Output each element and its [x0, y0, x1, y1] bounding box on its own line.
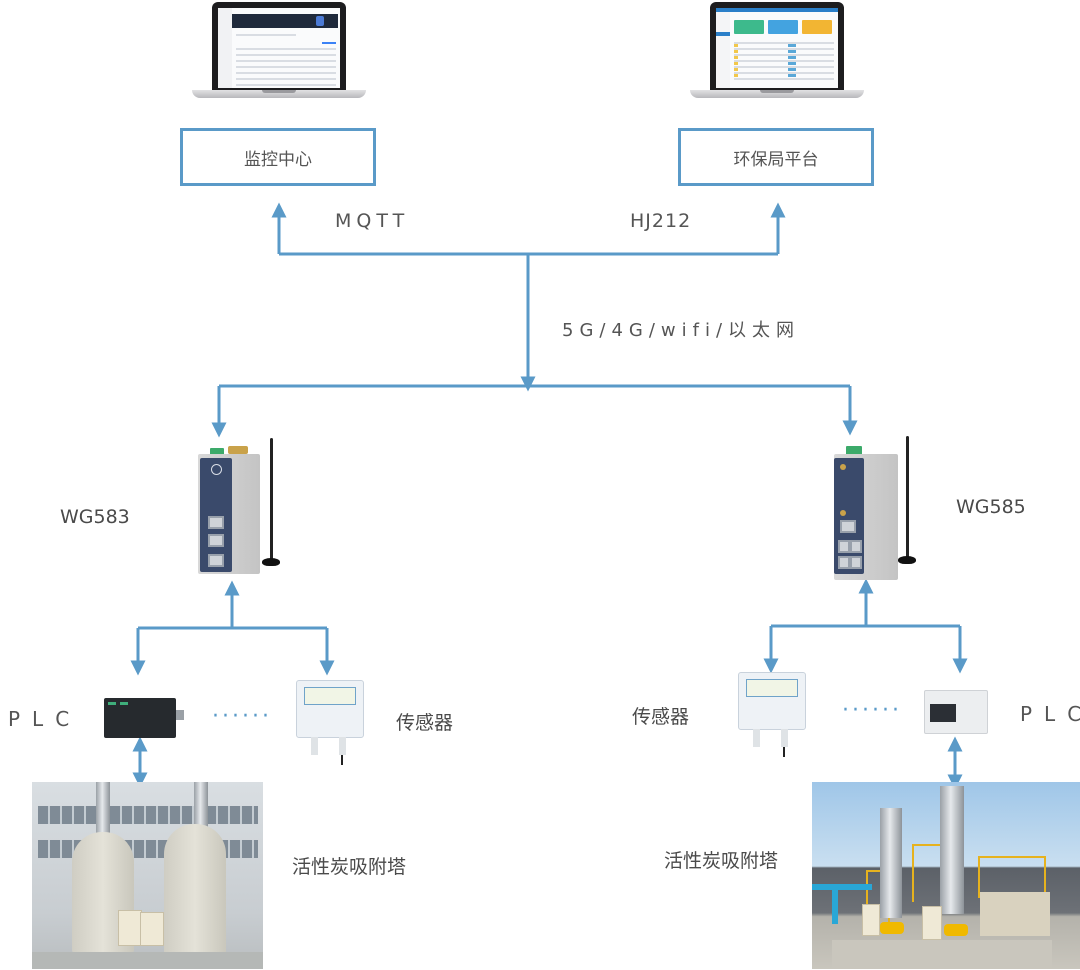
right-plc-device [922, 688, 988, 734]
right-adsorption-tower-photo [812, 782, 1080, 969]
antenna-icon [270, 438, 273, 560]
gateway-front-panel [200, 458, 232, 572]
network-types-label: 5G/4G/wifi/以太网 [562, 320, 801, 341]
left-adsorption-tower-photo [32, 782, 263, 969]
monitoring-center-label: 监控中心 [244, 149, 312, 170]
sma-connector-icon [228, 446, 248, 454]
right-tower-label: 活性炭吸附塔 [664, 850, 779, 872]
epb-dashboard-screen [716, 8, 838, 88]
antenna-icon [906, 436, 909, 560]
left-sensor-label: 传感器 [396, 712, 454, 734]
right-sensor-label: 传感器 [632, 706, 690, 728]
gateway-front-panel [834, 458, 864, 574]
left-tower-label: 活性炭吸附塔 [292, 856, 407, 878]
protocol-hj212-label: HJ212 [630, 210, 692, 232]
left-sensor-device [296, 680, 364, 765]
left-plc-label: PLC [8, 707, 82, 731]
left-more-devices-ellipsis: ······ [212, 704, 272, 729]
laptop-lid [710, 2, 844, 90]
epb-platform-box: 环保局平台 [678, 128, 874, 186]
right-more-devices-ellipsis: ······ [842, 698, 902, 723]
epb-platform-label: 环保局平台 [733, 149, 819, 170]
wg583-gateway [196, 436, 286, 578]
wg583-model-label: WG583 [60, 506, 130, 528]
wg585-gateway [830, 434, 930, 584]
terminal-block-icon [846, 446, 862, 455]
monitoring-center-box: 监控中心 [180, 128, 376, 186]
protocol-mqtt-label: MQTT [335, 210, 410, 232]
left-plc-device [98, 694, 184, 740]
monitoring-dashboard-screen [218, 8, 340, 88]
wg585-model-label: WG585 [956, 496, 1026, 518]
epb-laptop [690, 2, 864, 100]
terminal-block-icon [210, 448, 224, 456]
right-sensor-device [738, 672, 806, 757]
right-plc-label: PLC [1020, 702, 1080, 726]
laptop-lid [212, 2, 346, 90]
monitoring-laptop [192, 2, 366, 100]
